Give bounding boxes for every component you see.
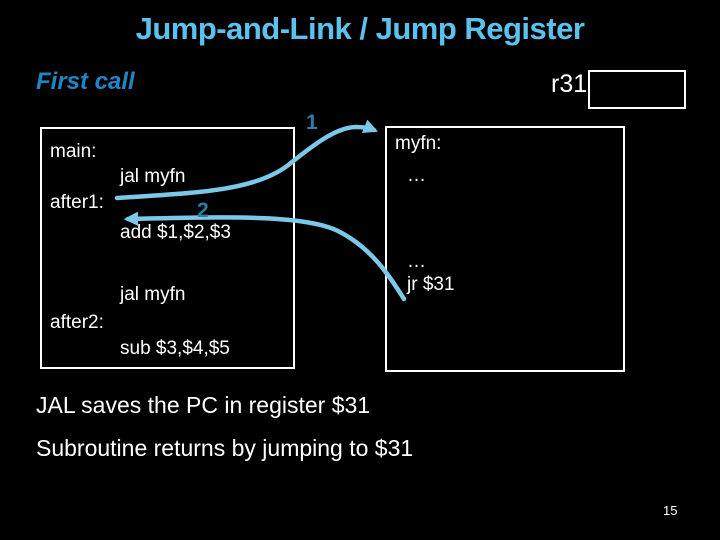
code-line-ellipsis-1: …: [407, 165, 426, 186]
code-line-jal-myfn-2: jal myfn: [120, 284, 186, 305]
code-line-jr-31: jr $31: [407, 274, 455, 295]
section-label-first-call: First call: [36, 68, 135, 95]
code-line-jal-myfn-1: jal myfn: [120, 166, 186, 187]
main-code-box: main: jal myfn after1: add $1,$2,$3 jal …: [40, 127, 295, 369]
call-arrow-label: 1: [306, 111, 318, 134]
page-number: 15: [663, 503, 678, 518]
note-subroutine-returns: Subroutine returns by jumping to $31: [36, 435, 414, 461]
code-line-sub: sub $3,$4,$5: [120, 338, 230, 359]
code-line-add: add $1,$2,$3: [120, 222, 231, 243]
return-arrow-label: 2: [197, 199, 209, 222]
slide-title: Jump-and-Link / Jump Register: [135, 11, 585, 46]
code-line-myfn-label: myfn:: [395, 133, 442, 154]
code-line-main-label: main:: [50, 141, 97, 162]
code-line-after1-label: after1:: [50, 192, 104, 213]
register-r31-label: r31: [551, 70, 588, 98]
register-r31-value-box: [588, 70, 686, 109]
code-line-after2-label: after2:: [50, 312, 104, 333]
code-line-ellipsis-2: …: [407, 251, 426, 272]
note-jal-saves-pc: JAL saves the PC in register $31: [36, 392, 371, 418]
myfn-code-box: myfn: … … jr $31: [385, 126, 625, 372]
